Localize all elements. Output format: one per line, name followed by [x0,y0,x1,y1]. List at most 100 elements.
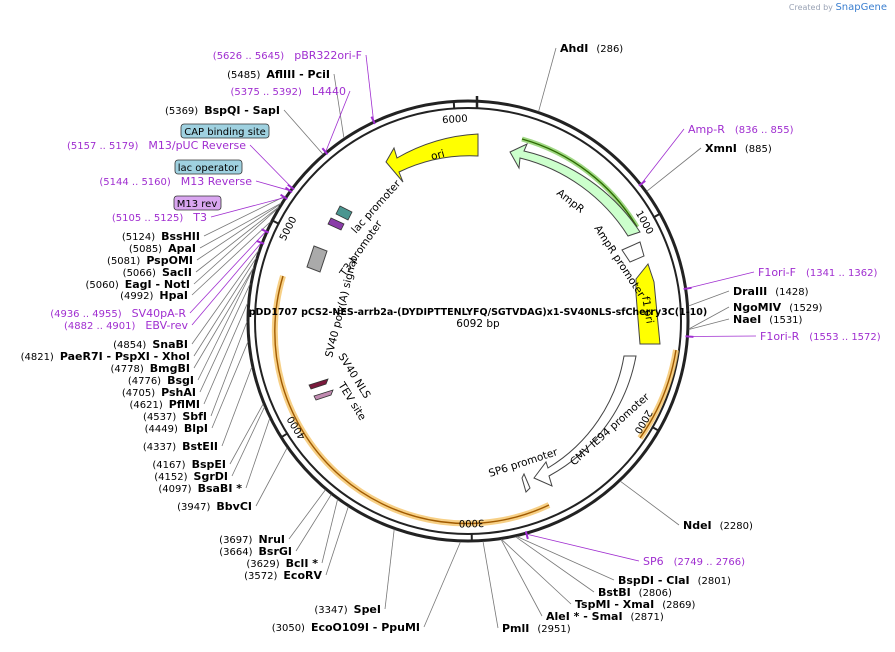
site-bsshii[interactable]: BssHII(5124) [122,230,200,243]
app-credit: Created by SnapGene [789,2,887,13]
primer-range: (4882 .. 4901) [64,321,136,332]
primer-range: (5157 .. 5179) [67,141,139,152]
site-position: (4097) [158,484,191,495]
site-leader-21 [222,367,252,446]
site-ecorv[interactable]: EcoRV(3572) [244,569,322,582]
site-draiii[interactable]: DraIII(1428) [733,285,809,298]
site-bmgbi[interactable]: BmgBI(4778) [111,362,190,375]
site-leader-20 [230,404,263,464]
m13-rev-tag[interactable]: M13 rev [174,196,221,210]
site-sgrdi[interactable]: SgrDI(4152) [154,470,228,483]
site-position: (2869) [662,600,695,611]
site-leader-13 [326,507,348,575]
feature-ampr[interactable] [510,144,640,236]
primer-range: (4936 .. 4955) [50,309,122,320]
feature-sv40-polya[interactable] [307,246,327,272]
site-ecoo109i[interactable]: EcoO109I - PpuMI(3050) [272,621,420,634]
site-leader-16 [289,490,325,539]
primer-leader-0 [366,55,374,121]
site-eagi[interactable]: EagI - NotI(5060) [85,278,190,291]
site-naei[interactable]: NaeI(1531) [733,313,803,326]
m13-rev-label: M13 rev [177,199,218,210]
site-bsabi[interactable]: BsaBI * (4097) [158,482,242,495]
site-bspdi[interactable]: BspDI - ClaI(2801) [618,574,731,587]
site-name: AleI * - SmaI [546,610,623,623]
primer-mark-9 [685,336,693,337]
site-name: EagI - NotI [125,278,190,291]
primer-ebv-rev[interactable]: EBV-rev(4882 .. 4901) [64,319,188,332]
feature-sp6-promoter[interactable] [522,474,530,492]
site-bbvci[interactable]: BbvCI(3947) [177,500,252,513]
site-position: (2871) [631,612,664,623]
feature-tev-site[interactable] [314,390,333,400]
site-leader-36 [284,110,323,154]
snapgene-logo: SnapGene [835,2,887,13]
site-position: (1529) [789,303,822,314]
site-leader-1 [647,148,701,191]
site-position: (4167) [152,460,185,471]
primer-pbr322ori-f[interactable]: pBR322ori-F(5626 .. 5645) [213,49,362,62]
site-ahdi[interactable]: AhdI(286) [560,42,623,55]
site-afliii[interactable]: AflIII - PciI(5485) [227,68,330,81]
site-position: (3664) [219,547,252,558]
tick-label-6000: 6000 [442,114,468,127]
primer-sp6[interactable]: SP6(2749 .. 2766) [643,555,745,568]
site-name: PflMI [169,398,200,411]
cap-binding-site-tag[interactable]: CAP binding site [181,124,269,138]
site-blpi[interactable]: BlpI(4449) [145,422,208,435]
primer-name: M13/pUC Reverse [148,139,246,152]
feature-sv40-nls[interactable] [309,379,328,389]
primer-f1ori-r[interactable]: F1ori-R(1553 .. 1572) [760,330,881,343]
site-sbfi[interactable]: SbfI(4537) [143,410,207,423]
primer-leader-3 [256,181,290,191]
feature-label-ampr: AmpR [554,187,586,216]
site-name: BspEI [192,458,226,471]
site-name: BsaBI * [198,482,243,495]
site-name: SpeI [354,603,381,616]
feature-lac-promoter[interactable] [336,206,352,220]
site-spei[interactable]: SpeI(3347) [314,603,381,616]
primer-amp-r[interactable]: Amp-R(836 .. 855) [688,123,794,136]
site-paer7i[interactable]: PaeR7I - PspXI - XhoI(4821) [21,350,190,363]
site-name: PshAI [161,386,196,399]
site-leader-27 [194,267,254,368]
primer-m13-puc-reverse[interactable]: M13/pUC Reverse (5157 .. 5179) [67,139,246,152]
site-position: (3947) [177,502,210,513]
site-pmli[interactable]: PmlI(2951) [502,622,571,635]
site-nrui[interactable]: NruI(3697) [219,533,285,546]
site-bsgi[interactable]: BsgI(4776) [128,374,194,387]
primer-range: (1553 .. 1572) [809,332,881,343]
site-alei[interactable]: AleI * - SmaI (2871) [546,610,664,623]
lac-operator-tag[interactable]: lac operator [175,160,242,174]
primer-m13-reverse[interactable]: M13 Reverse(5144 .. 5160) [99,175,252,188]
primer-f1ori-f[interactable]: F1ori-F(1341 .. 1362) [758,266,877,279]
plasmid-length: 6092 bp [456,318,500,330]
site-pspomi[interactable]: PspOMI(5081) [107,254,193,267]
site-name: BsrGI [259,545,292,558]
site-bsteii[interactable]: BstEII(4337) [143,440,218,453]
site-name: BstEII [182,440,218,453]
site-bspei[interactable]: BspEI (4167) [152,458,226,471]
primer-l4440[interactable]: L4440(5375 .. 5392) [230,85,346,98]
site-name: BspQI - SapI [204,104,280,117]
site-leader-28 [194,258,256,356]
primer-range: (5375 .. 5392) [230,87,302,98]
site-name: XmnI [705,142,737,155]
site-name: NaeI [733,313,761,326]
site-pshai[interactable]: PshAI(4705) [122,386,196,399]
site-bcli[interactable]: BclI *(3629) [246,557,318,570]
primer-name: SP6 [643,555,664,568]
feature-t3-promoter[interactable] [328,218,344,230]
site-name: SacII [162,266,192,279]
site-ndei[interactable]: NdeI(2280) [683,519,753,532]
site-position: (4776) [128,376,161,387]
site-name: PmlI [502,622,529,635]
lac-operator-label: lac operator [178,163,239,174]
site-bspqi[interactable]: BspQI - SapI(5369) [165,104,280,117]
site-position: (5085) [129,244,162,255]
primer-t3[interactable]: T3(5105 .. 5125) [112,211,207,224]
site-leader-0 [539,48,556,112]
site-xmni[interactable]: XmnI(885) [705,142,772,155]
site-bsrgi[interactable]: BsrGI (3664) [219,545,292,558]
site-pflmi[interactable]: PflMI(4621) [129,398,200,411]
